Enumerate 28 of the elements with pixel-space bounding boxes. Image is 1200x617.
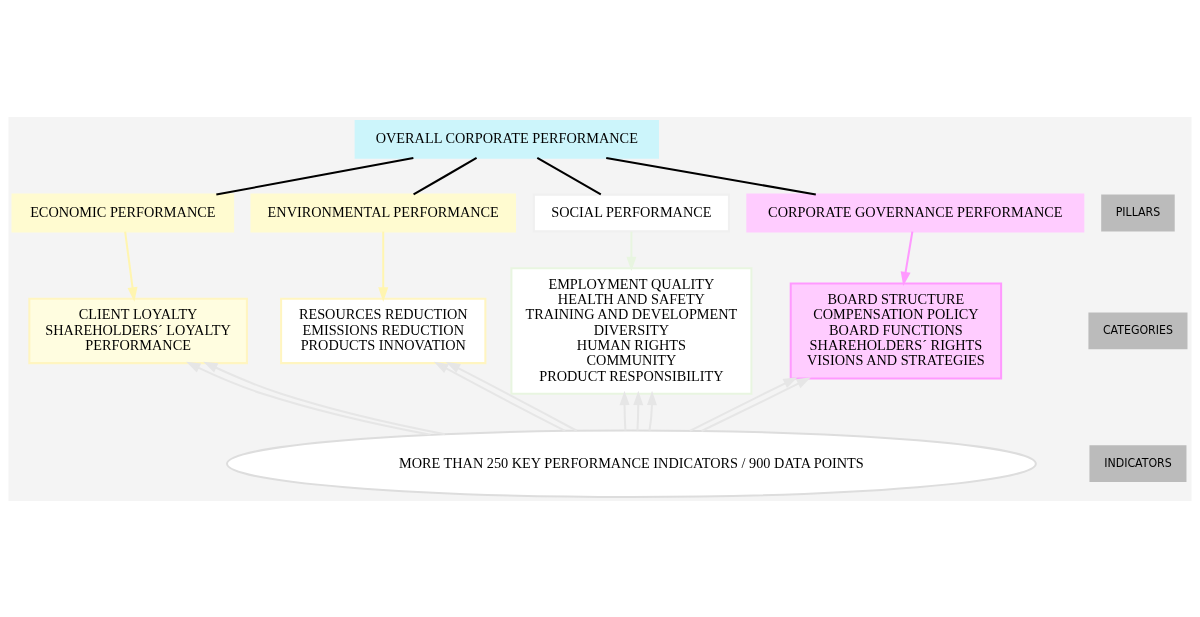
arrow [626, 231, 637, 271]
arrow [445, 361, 578, 432]
connector [216, 156, 414, 196]
connector [606, 156, 816, 196]
label: CATEGORIES [1102, 322, 1173, 337]
node-ellipse: MORE THAN 250 KEY PERFORMANCE INDICATORS / 900 DATA POINTS [225, 429, 1037, 498]
node-box: OVERALL CORPORATE PERFORMANCE [354, 119, 659, 159]
connector [536, 156, 602, 195]
node-box: CORPORATE GOVERNANCE PERFORMANCE [746, 193, 1085, 232]
arrow [378, 231, 389, 302]
node-box: ECONOMIC PERFORMANCE [11, 193, 235, 232]
node-box: CLIENT LOYALTY SHAREHOLDERS´ LOYALTY PERFORMANCE [28, 297, 248, 364]
label: PILLARS [1115, 204, 1161, 219]
node-box: ENVIRONMENTAL PERFORMANCE [250, 193, 516, 232]
arrow [434, 361, 566, 432]
arrow [646, 390, 657, 431]
arrow [900, 230, 914, 286]
node-box: BOARD STRUCTURE COMPENSATION POLICY BOARD FUNCTIONS SHAREHOLDERS´ RIGHTS VISIONS AND STRATEGIES [789, 281, 1003, 379]
node-box: EMPLOYMENT QUALITY HEALTH AND SAFETY TRAINING AND DEVELOPMENT DIVERSITY HUMAN RIGHTS COMMUNITY PRODUCT RESPONSIBILITY [510, 266, 753, 395]
node-box: SOCIAL PERFORMANCE [532, 193, 730, 232]
node-box: RESOURCES REDUCTION EMISSIONS REDUCTION PRODUCTS INNOVATION [280, 297, 487, 364]
arrow [689, 376, 798, 432]
arrow [124, 231, 138, 302]
arrow [701, 376, 811, 432]
connector [413, 156, 478, 195]
arrow [633, 390, 644, 431]
label: INDICATORS [1104, 455, 1172, 470]
arrow [619, 390, 630, 431]
